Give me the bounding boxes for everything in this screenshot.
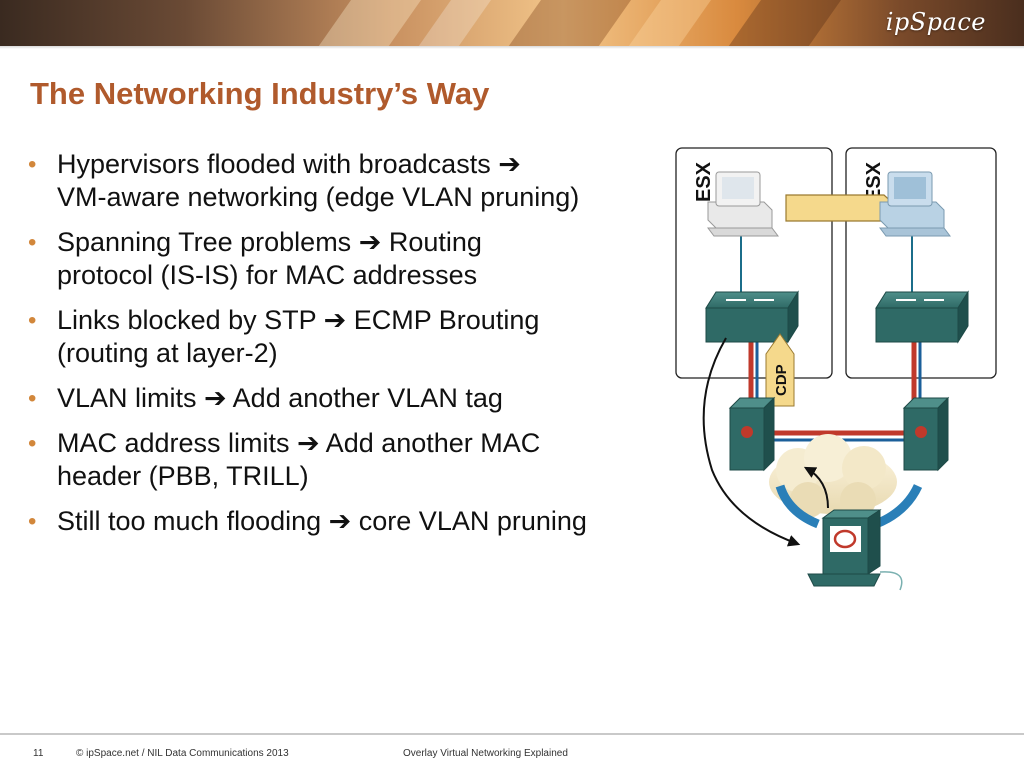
vm-left-icon [707,171,779,237]
core-switch-right [902,396,950,472]
slide-title: The Networking Industry’s Way [30,76,490,111]
bullet-text: MAC address limits [57,428,298,458]
bullet-text: Hypervisors flooded with broadcasts [57,149,499,179]
bullet-line: Links blocked by STP ➔ ECMP Brouting [57,304,688,337]
arrow-right-icon: ➔ [328,506,352,537]
bullet-item: • VLAN limits ➔ Add another VLAN tag [28,382,688,415]
bullet-item: •Links blocked by STP ➔ ECMP Brouting(ro… [28,304,688,370]
footer-copyright: © ipSpace.net / NIL Data Communications … [76,748,289,759]
cloud-return-arrow [803,466,829,509]
bullet-text: Spanning Tree problems [57,227,359,257]
blue-arrow-right [874,483,923,529]
bullet-dot-icon: • [28,229,37,256]
bullet-item: • Still too much flooding ➔ core VLAN pru… [28,505,688,538]
cdp-tag: CDP [765,333,795,407]
bullet-text: Routing [381,227,482,257]
bullet-text: core VLAN pruning [351,506,587,536]
cdp-flow-arrow [702,337,801,547]
bullet-list: •Hypervisors flooded with broadcasts ➔VM… [28,148,688,550]
bullet-text: protocol (IS-IS) for MAC addresses [57,260,478,290]
bullet-dot-icon: • [28,430,37,457]
bullet-line: VLAN limits ➔ Add another VLAN tag [57,382,688,415]
blue-arrow-left [775,484,820,529]
bullet-dot-icon: • [28,508,37,535]
bullet-dot-icon: • [28,307,37,334]
bullet-text: VM-aware networking (edge VLAN pruning) [57,182,580,212]
bullet-line: Still too much flooding ➔ core VLAN prun… [57,505,688,538]
vm-right-icon [879,171,951,237]
network-diagram: ESX ESX CD [675,147,997,591]
bullet-line: header (PBB, TRILL) [57,460,688,493]
arrow-right-icon: ➔ [358,227,382,258]
arrow-right-icon: ➔ [204,383,227,414]
bullet-line: MAC address limits ➔ Add another MAC [57,427,688,460]
arrow-right-icon: ➔ [323,305,347,336]
bullet-text: Still too much flooding [57,506,329,536]
controller-server-icon [807,509,903,591]
bullet-dot-icon: • [28,151,37,178]
esx-label-right: ESX [863,161,885,202]
bullet-text: Add another VLAN tag [226,383,503,413]
banner-divider [0,46,1024,49]
bullet-line: protocol (IS-IS) for MAC addresses [57,259,688,292]
bullet-line: VM-aware networking (edge VLAN pruning) [57,181,688,214]
access-switch-right [875,290,969,344]
bullet-line: (routing at layer-2) [57,337,688,370]
page-number: 11 [33,748,44,759]
bullet-item: • Hypervisors flooded with broadcasts ➔VM… [28,148,688,214]
access-switch-left [705,290,799,344]
bullet-text: ECMP Brouting [346,305,540,335]
bullet-text: header (PBB, TRILL) [57,461,309,491]
arrow-right-icon: ➔ [297,428,320,459]
footer-divider [0,733,1024,735]
bullet-line: Hypervisors flooded with broadcasts ➔ [57,148,688,181]
bullet-text: Add another MAC [319,428,541,458]
ipspace-logo: ipSpace [885,8,986,36]
cdp-label: CDP [773,364,790,396]
footer-deck-title: Overlay Virtual Networking Explained [403,748,568,759]
arrow-right-icon: ➔ [498,149,521,180]
header-banner: ipSpace [0,0,1024,48]
bullet-text: VLAN limits [57,383,205,413]
core-switch-left [728,396,776,472]
bullet-text: (routing at layer-2) [57,338,278,368]
esx-host-left-box [675,147,833,379]
esx-label-left: ESX [693,161,715,202]
bullet-dot-icon: • [28,385,37,412]
bullet-line: Spanning Tree problems ➔ Routing [57,226,688,259]
bullet-text: Links blocked by STP [57,305,324,335]
